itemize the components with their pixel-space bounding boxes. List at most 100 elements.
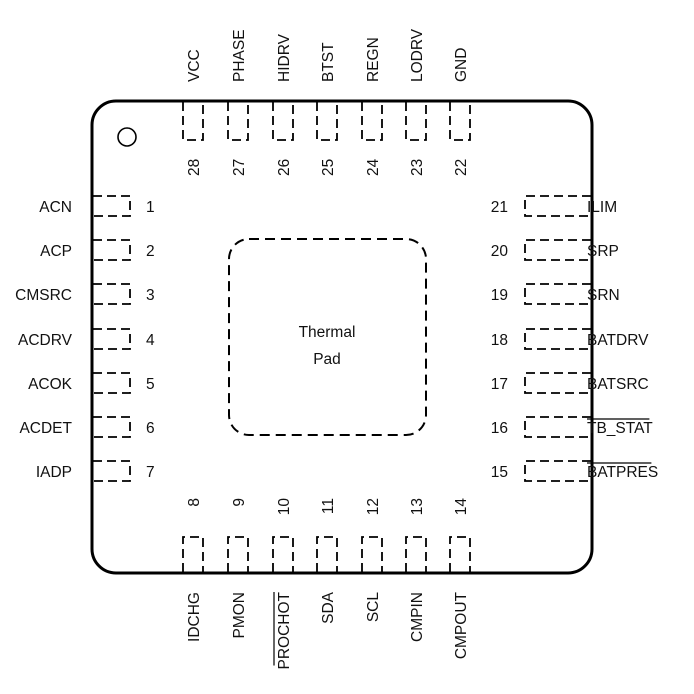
- pin-name: CMSRC: [15, 287, 72, 304]
- pin-number: 24: [365, 158, 382, 176]
- pin-name: BATPRES: [587, 464, 658, 481]
- pin-number: 21: [491, 199, 508, 216]
- pin-18: 18 BATDRV: [491, 328, 649, 350]
- pin-24: 24 REGN: [361, 37, 383, 176]
- pin-1: 1 ACN: [39, 195, 155, 217]
- pin-number: 25: [320, 159, 337, 176]
- pin-number: 3: [146, 287, 155, 304]
- pin-name: VCC: [186, 49, 203, 82]
- pin-name: BATDRV: [587, 332, 649, 349]
- pin-name: IDCHG: [186, 592, 203, 642]
- pin-name: ACN: [39, 199, 72, 216]
- pin-pad-outline: [524, 416, 591, 438]
- pin-name: PROCHOT: [276, 591, 293, 669]
- pin-pad-outline: [93, 195, 131, 217]
- pin-name: CMPOUT: [453, 591, 470, 659]
- pin-number: 26: [276, 159, 293, 176]
- pin-number: 5: [146, 376, 155, 393]
- pin-pad-outline: [182, 536, 204, 572]
- pin-5: 5 ACOK: [28, 372, 155, 394]
- pin-number: 13: [409, 498, 426, 515]
- pin-pad-outline: [524, 372, 591, 394]
- pin-1-indicator-icon: [117, 127, 137, 147]
- pin-name: SRP: [587, 243, 619, 260]
- pin-pad-outline: [361, 102, 383, 141]
- pin-number: 12: [365, 498, 382, 515]
- pin-pad-outline: [93, 416, 131, 438]
- pin-26: 26 HIDRV: [272, 33, 294, 176]
- pin-pad-outline: [93, 283, 131, 305]
- pin-name: ACDET: [19, 420, 72, 437]
- pin-21: 21 ILIM: [491, 195, 617, 217]
- pin-name: ACDRV: [18, 332, 73, 349]
- pin-pad-outline: [272, 102, 294, 141]
- pin-name: HIDRV: [276, 33, 293, 82]
- pin-25: 25 BTST: [316, 42, 338, 176]
- pin-name: SDA: [320, 591, 337, 624]
- pin-22: 22 GND: [449, 48, 471, 176]
- pin-number: 17: [491, 376, 508, 393]
- pin-pad-outline: [524, 460, 591, 482]
- pin-name: IADP: [36, 464, 72, 481]
- pin-pad-outline: [93, 460, 131, 482]
- pin-number: 14: [453, 498, 470, 516]
- pin-pad-outline: [316, 536, 338, 572]
- thermal-pad-label-line1: Thermal: [299, 324, 356, 341]
- pin-pad-outline: [449, 536, 471, 572]
- pin-name: ILIM: [587, 199, 617, 216]
- pin-name: GND: [453, 48, 470, 82]
- pin-number: 15: [491, 464, 508, 481]
- pin-number: 18: [491, 332, 508, 349]
- pin-pad-outline: [524, 195, 591, 217]
- pin-pad-outline: [449, 102, 471, 141]
- pin-name: ACOK: [28, 376, 73, 393]
- pin-pad-outline: [93, 239, 131, 261]
- pin-7: 7 IADP: [36, 460, 155, 482]
- pin-pad-outline: [405, 102, 427, 141]
- pin-number: 11: [320, 498, 337, 514]
- pin-number: 1: [146, 199, 155, 216]
- pin-number: 9: [231, 498, 248, 507]
- pin-number: 22: [453, 159, 470, 176]
- pin-name: BTST: [320, 42, 337, 82]
- pin-number: 27: [231, 159, 248, 176]
- pin-number: 20: [491, 243, 509, 260]
- pin-name: LODRV: [409, 28, 426, 82]
- pin-pad-outline: [524, 283, 591, 305]
- pin-name: SRN: [587, 287, 620, 304]
- pin-pad-outline: [316, 102, 338, 141]
- thermal-pad-label-line2: Pad: [313, 351, 341, 368]
- thermal-pad-outline: [228, 238, 427, 436]
- pin-name: REGN: [365, 37, 382, 82]
- pin-number: 7: [146, 464, 155, 481]
- pin-name: TB_STAT: [587, 420, 653, 437]
- pin-pad-outline: [524, 239, 591, 261]
- pin-pad-outline: [405, 536, 427, 572]
- pin-number: 19: [491, 287, 508, 304]
- package-outline: [90, 99, 594, 575]
- pin-name: CMPIN: [409, 592, 426, 642]
- pin-name: SCL: [365, 592, 382, 623]
- pin-17: 17 BATSRC: [491, 372, 649, 394]
- pin-name: BATSRC: [587, 376, 649, 393]
- pin-6: 6 ACDET: [19, 416, 155, 438]
- pin-number: 2: [146, 243, 155, 260]
- pin-pad-outline: [93, 328, 131, 350]
- pin-number: 6: [146, 420, 155, 437]
- pin-pad-outline: [524, 328, 591, 350]
- pin-name: PMON: [231, 592, 248, 639]
